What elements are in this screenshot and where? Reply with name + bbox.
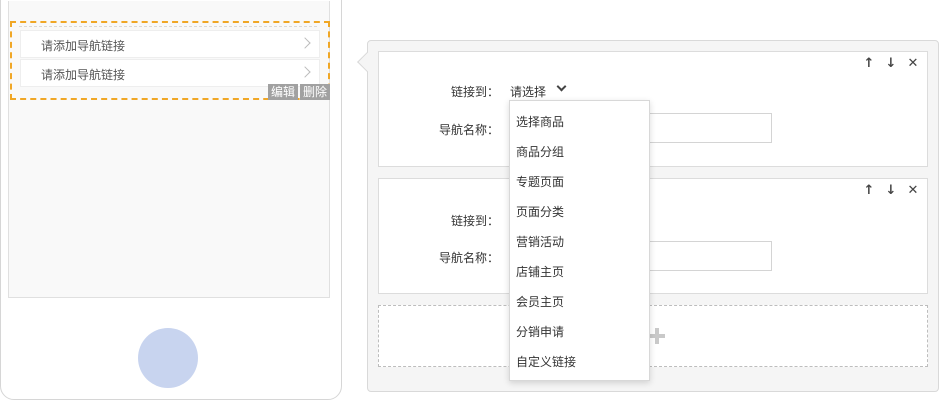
arrow-up-icon[interactable]: ↑ <box>863 183 875 198</box>
nav-module-selected[interactable]: 请添加导航链接 请添加导航链接 编辑 删除 <box>10 21 330 100</box>
arrow-up-icon[interactable]: ↑ <box>863 56 875 71</box>
arrow-down-icon[interactable]: ↓ <box>885 56 897 71</box>
divider <box>19 26 317 27</box>
nav-link-label: 请添加导航链接 <box>41 39 126 53</box>
nav-item-editor: ↑ ↓ ✕ 链接到： 导航名称： <box>378 178 928 294</box>
phone-preview: 请添加导航链接 请添加导航链接 编辑 删除 <box>0 0 342 400</box>
nav-name-label: 导航名称： <box>438 123 499 137</box>
delete-button[interactable]: 删除 <box>299 84 330 100</box>
link-to-label: 链接到： <box>450 214 499 228</box>
link-to-label: 链接到： <box>450 85 499 99</box>
panel-pointer <box>357 52 377 72</box>
dropdown-option[interactable]: 选择商品 <box>516 115 565 129</box>
nav-link-row[interactable]: 请添加导航链接 <box>20 30 320 58</box>
dropdown-option[interactable]: 会员主页 <box>516 295 565 309</box>
link-select[interactable]: 请选择 <box>510 85 547 99</box>
close-icon[interactable]: ✕ <box>907 183 919 198</box>
card-tools: ↑ ↓ ✕ <box>863 56 919 71</box>
dropdown-option[interactable]: 自定义链接 <box>516 355 577 369</box>
editor-panel: ↑ ↓ ✕ 链接到： 请选择 导航名称： ↑ ↓ ✕ 链接到： 导航名称： <box>357 40 939 392</box>
nav-name-label: 导航名称： <box>438 251 499 265</box>
nav-item-editor: ↑ ↓ ✕ 链接到： 请选择 导航名称： <box>378 51 928 167</box>
dropdown-option[interactable]: 商品分组 <box>516 145 565 159</box>
module-actions: 编辑 删除 <box>267 84 330 100</box>
dropdown-option[interactable]: 店铺主页 <box>516 265 565 279</box>
dropdown-option[interactable]: 分销申请 <box>516 325 565 339</box>
chevron-right-icon <box>299 66 311 78</box>
nav-link-label: 请添加导航链接 <box>41 68 126 82</box>
link-type-dropdown: 选择商品 商品分组 专题页面 页面分类 营销活动 店铺主页 会员主页 分销申请 … <box>509 100 650 381</box>
add-nav-item-button[interactable] <box>378 305 928 367</box>
home-button[interactable] <box>138 328 198 388</box>
dropdown-option[interactable]: 页面分类 <box>516 205 565 219</box>
dropdown-option[interactable]: 营销活动 <box>516 235 565 249</box>
plus-icon <box>649 328 665 344</box>
nav-name-input[interactable] <box>642 241 772 271</box>
close-icon[interactable]: ✕ <box>907 56 919 71</box>
dropdown-option[interactable]: 专题页面 <box>516 175 565 189</box>
edit-button[interactable]: 编辑 <box>267 84 298 100</box>
nav-name-input[interactable] <box>642 113 772 143</box>
chevron-down-icon[interactable] <box>556 81 567 92</box>
phone-screen: 请添加导航链接 请添加导航链接 编辑 删除 <box>8 1 330 298</box>
chevron-right-icon <box>299 37 311 49</box>
nav-link-row[interactable]: 请添加导航链接 <box>20 59 320 87</box>
arrow-down-icon[interactable]: ↓ <box>885 183 897 198</box>
card-tools: ↑ ↓ ✕ <box>863 183 919 198</box>
